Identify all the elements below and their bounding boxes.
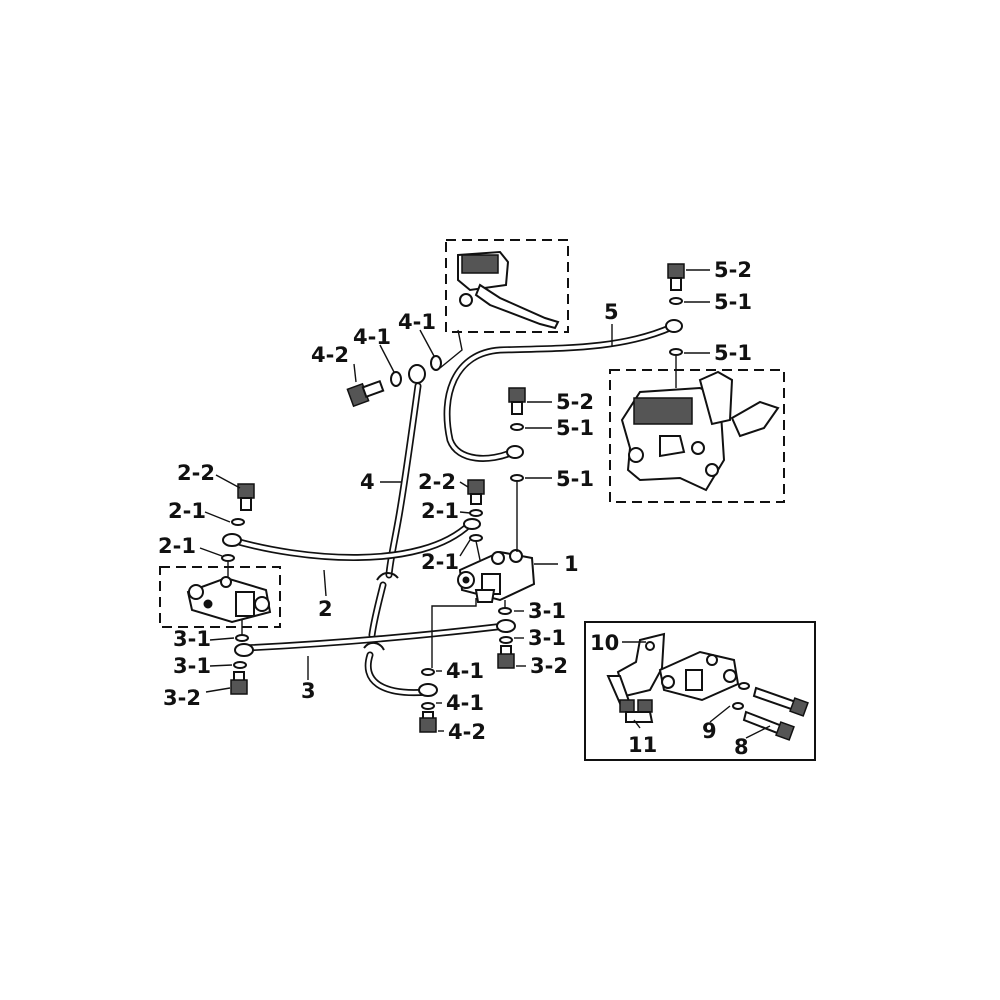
- bolt-2-2-right: [467, 479, 485, 505]
- callout-2-1: 2-1: [421, 550, 459, 574]
- washer-4-1-a: [390, 371, 402, 387]
- callout-4-1: 4-1: [353, 325, 391, 349]
- hose-4: [364, 382, 432, 697]
- proportioning-valve: [457, 549, 536, 603]
- callout-9: 9: [702, 719, 717, 743]
- callout-2: 2: [318, 597, 333, 621]
- axis-line-4-lower: [431, 598, 477, 668]
- left-valve-inset-box: [159, 566, 281, 628]
- washer-5-1-d: [510, 474, 524, 482]
- callout-3-1: 3-1: [528, 599, 566, 623]
- bolt-3-2-right: [497, 645, 515, 669]
- callout-5-1: 5-1: [556, 467, 594, 491]
- callout-2-1: 2-1: [158, 534, 196, 558]
- callout-2-1: 2-1: [168, 499, 206, 523]
- washer-3-1-c: [498, 607, 512, 615]
- washer-5-1-top: [669, 297, 683, 305]
- callout-2-2: 2-2: [418, 470, 456, 494]
- callout-5-2: 5-2: [714, 258, 752, 282]
- banjo-fitting-5-lower: [506, 445, 524, 459]
- hose-2: [228, 520, 474, 562]
- axis-line-2-right: [475, 540, 481, 561]
- bolt-5-2-top: [667, 263, 685, 291]
- left-junction-valve: [186, 576, 272, 624]
- caliper-inset-box: [609, 369, 785, 503]
- banjo-fitting-3-right: [496, 619, 516, 633]
- callout-10: 10: [590, 631, 619, 655]
- hose-break-mark: [376, 572, 399, 581]
- callout-5-1: 5-1: [714, 341, 752, 365]
- callout-4-1: 4-1: [446, 659, 484, 683]
- bolt-2-2-left: [237, 483, 255, 511]
- hose-3: [240, 622, 509, 652]
- washer-5-1-c: [510, 423, 524, 431]
- washer-2-1-b: [221, 554, 235, 562]
- callout-1: 1: [564, 552, 579, 576]
- bolt-4-2-lower: [419, 711, 437, 733]
- washer-3-1-b: [233, 661, 247, 669]
- callout-11: 11: [628, 733, 657, 757]
- callout-4-2: 4-2: [311, 343, 349, 367]
- bolt-3-2-left: [230, 671, 248, 695]
- lever-connector-line: [439, 329, 463, 369]
- bolt-5-2-lower: [508, 387, 526, 415]
- banjo-fitting-2-right: [463, 518, 481, 530]
- callout-8: 8: [734, 735, 749, 759]
- washer-5-1-mid: [669, 348, 683, 356]
- banjo-fitting-4-top: [408, 364, 426, 384]
- callout-3-1: 3-1: [528, 626, 566, 650]
- washer-2-1-d: [469, 534, 483, 542]
- banjo-fitting-5-top: [665, 319, 683, 333]
- mounting-bracket-inset-box: [584, 621, 816, 761]
- callout-5-2: 5-2: [556, 390, 594, 414]
- callout-2-1: 2-1: [421, 499, 459, 523]
- brake-caliper: [620, 370, 780, 492]
- callout-3-2: 3-2: [163, 686, 201, 710]
- mounting-bracket-assembly: [606, 632, 809, 741]
- washer-2-1-a: [231, 518, 245, 526]
- leader-lines: [199, 269, 771, 739]
- bolt-4-2-top: [346, 379, 385, 408]
- callout-2-2: 2-2: [177, 461, 215, 485]
- banjo-fitting-3-left: [234, 643, 254, 657]
- washer-4-1-d: [421, 702, 435, 710]
- callout-3: 3: [301, 679, 316, 703]
- callout-5-1: 5-1: [714, 290, 752, 314]
- washer-3-1-d: [499, 636, 513, 644]
- banjo-fitting-2-left: [222, 533, 242, 547]
- washer-4-1-c: [421, 668, 435, 676]
- brake-lever-inset-box: [445, 239, 569, 333]
- brake-lever: [457, 250, 560, 330]
- washer-4-1-b: [430, 355, 442, 371]
- callout-3-1: 3-1: [173, 654, 211, 678]
- callout-5-1: 5-1: [556, 416, 594, 440]
- callout-3-1: 3-1: [173, 627, 211, 651]
- washer-3-1-a: [235, 634, 249, 642]
- washer-2-1-c: [469, 509, 483, 517]
- hose-break-mark: [363, 642, 385, 651]
- banjo-fitting-4-lower: [418, 683, 438, 697]
- callout-4-1: 4-1: [446, 691, 484, 715]
- hose-5: [443, 323, 676, 462]
- callout-3-2: 3-2: [530, 654, 568, 678]
- callout-4-2: 4-2: [448, 720, 486, 744]
- callout-4-1: 4-1: [398, 310, 436, 334]
- callout-5: 5: [604, 300, 619, 324]
- callout-4: 4: [360, 470, 375, 494]
